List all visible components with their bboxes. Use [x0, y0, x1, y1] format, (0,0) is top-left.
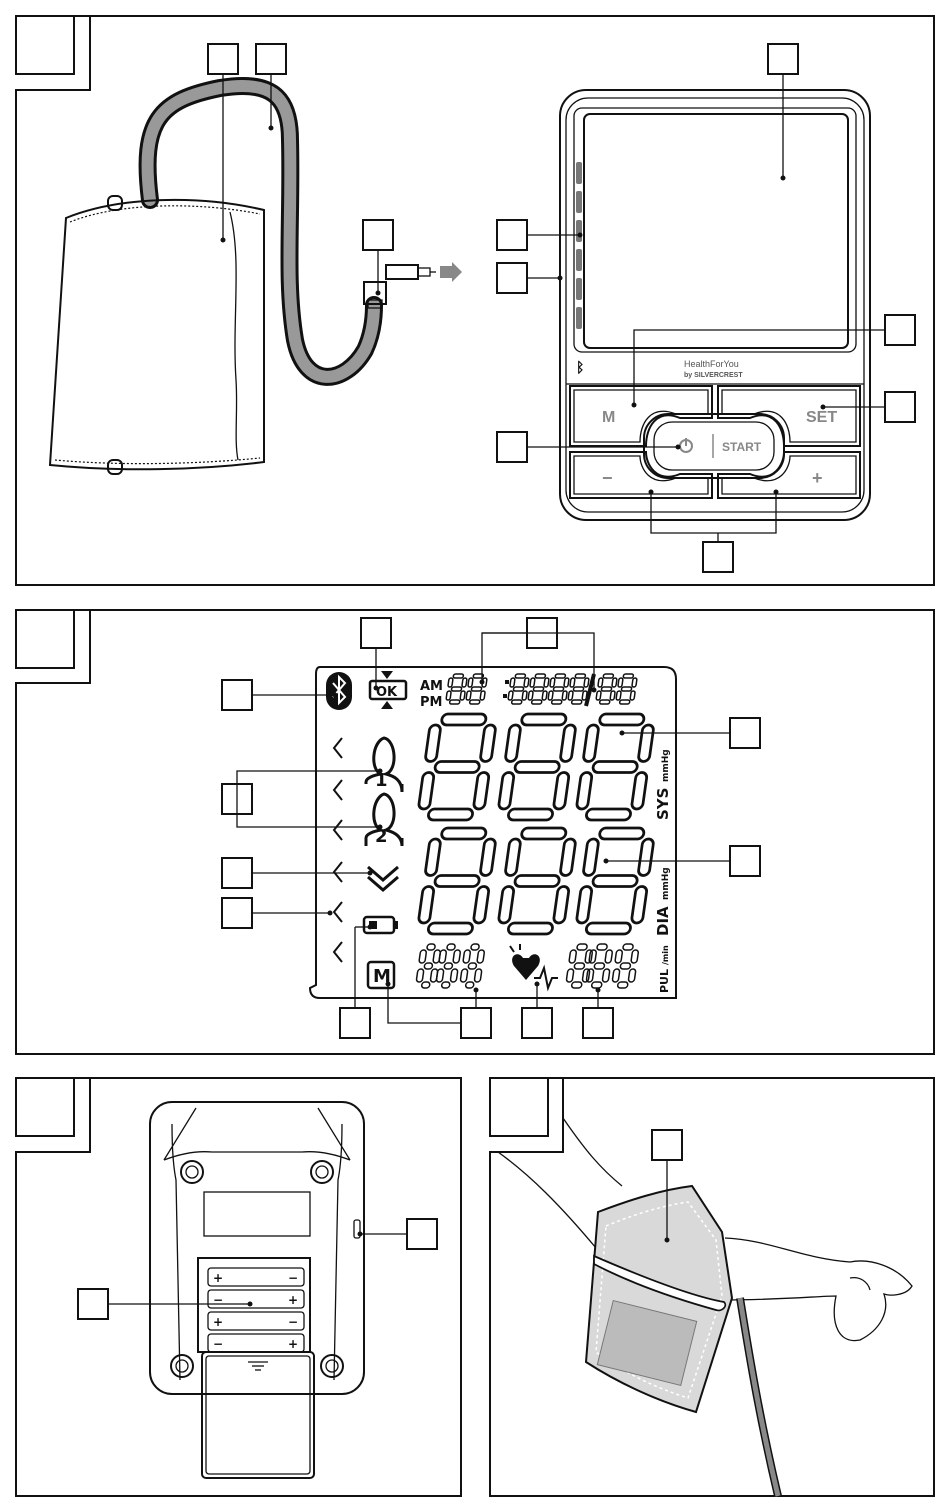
callout-box-cuff-ok [361, 618, 391, 648]
lcd-pul-label: PUL [658, 969, 671, 993]
insert-arrow-icon [440, 262, 462, 282]
panel-4-number-box [490, 1078, 548, 1136]
lcd-user-2-icon: 2 [366, 794, 402, 847]
callout-box-arm-cuff [652, 1130, 682, 1160]
lcd-average-icon [368, 867, 398, 890]
set-button[interactable]: SET [718, 386, 860, 446]
callout-box-batteries [78, 1289, 108, 1319]
battery-1-plus: + [213, 1271, 223, 1285]
dia-digit-3 [576, 828, 654, 934]
risk-indicator-leds [576, 162, 582, 329]
plus-button[interactable]: + [718, 452, 860, 498]
time-min-units [528, 674, 549, 704]
brand-line-1: HealthForYou [684, 359, 739, 369]
set-button-label: SET [806, 409, 837, 426]
callout-box-plug [363, 220, 393, 250]
lcd-outline [310, 667, 676, 998]
battery-2-plus: + [288, 1293, 298, 1307]
panel-1-frame [16, 16, 934, 585]
time-hour-units [466, 674, 487, 704]
callout-box-cuff [208, 44, 238, 74]
plus-button-label: + [812, 468, 823, 488]
lcd-segment-digits [416, 674, 654, 988]
sys-digit-2 [498, 714, 576, 820]
battery-compartment: + − − + + − − + [208, 1268, 304, 1352]
lcd-ok-label: OK [376, 685, 398, 700]
panel-2: OK AM PM 1 2 M [16, 610, 934, 1054]
lcd-bluetooth-icon [326, 672, 352, 710]
device-front: ᛒ HealthForYou by SILVERCREST M SET − [560, 90, 870, 520]
callout-box-start [497, 432, 527, 462]
callout-box-display [768, 44, 798, 74]
battery-1-minus: − [288, 1271, 298, 1285]
battery-4-plus: + [288, 1337, 298, 1351]
m-button[interactable]: M [570, 386, 712, 446]
callout-box-usb [407, 1219, 437, 1249]
callout-box-pulse [583, 1008, 613, 1038]
cuff-illustration [50, 86, 462, 474]
panel-2-number-box [16, 610, 74, 668]
callout-box-leds [497, 220, 527, 250]
lcd-dia-label: DIA [654, 906, 672, 936]
panel-1: ᛒ HealthForYou by SILVERCREST M SET − [16, 16, 934, 585]
cuff-on-arm [586, 1186, 732, 1412]
lcd-sys-label: SYS [654, 788, 672, 820]
lcd-sys-unit: mmHg [661, 749, 671, 782]
time-hour-tens [446, 674, 467, 704]
panel-3: + − − + + − − + [16, 1078, 461, 1496]
dia-digit-1 [418, 828, 496, 934]
cuff-ring-bottom [108, 460, 122, 474]
time-min-tens [508, 674, 529, 704]
sys-digit-1 [418, 714, 496, 820]
callout-box-memory [461, 1008, 491, 1038]
lcd-user-1-icon: 1 [366, 738, 402, 792]
battery-4-minus: − [213, 1337, 223, 1351]
panel-1-number-box [16, 16, 74, 74]
battery-2-minus: − [213, 1293, 223, 1307]
panel-4 [490, 1078, 934, 1496]
minus-button[interactable]: − [570, 452, 712, 498]
callout-box-m [885, 315, 915, 345]
callout-box-plusminus [703, 542, 733, 572]
bluetooth-icon: ᛒ [576, 360, 584, 376]
minus-button-label: − [602, 468, 613, 488]
lcd-pul-unit: /min [661, 945, 670, 965]
panel-3-frame [16, 1078, 461, 1496]
brand-line-2: by SILVERCREST [684, 372, 743, 379]
battery-3-minus: − [288, 1315, 298, 1329]
device-back: + − − + + − − + [150, 1102, 364, 1478]
callout-box-battery [340, 1008, 370, 1038]
date-day-tens [548, 674, 569, 704]
m-button-label: M [602, 409, 615, 426]
date-month-units [616, 674, 637, 704]
callout-box-risk [222, 898, 252, 928]
battery-3-plus: + [213, 1315, 223, 1329]
sys-digit-3 [576, 714, 654, 820]
panel-3-number-box [16, 1078, 74, 1136]
lcd-heart-icon [510, 944, 558, 988]
lcd-dia-unit: mmHg [661, 867, 671, 900]
battery-cover [202, 1352, 314, 1478]
callout-box-bluetooth [222, 680, 252, 710]
start-button-label: START [722, 440, 762, 454]
panel-2-frame [16, 610, 934, 1054]
dia-digit-2 [498, 828, 576, 934]
callout-box-set [885, 392, 915, 422]
callout-box-heart [522, 1008, 552, 1038]
mem-digit-3 [460, 944, 484, 988]
start-button[interactable]: START [644, 414, 784, 478]
pul-digit-3 [612, 944, 638, 988]
callout-box-tube [256, 44, 286, 74]
lcd-am: AM [420, 679, 443, 694]
callout-box-side [497, 263, 527, 293]
callout-box-sys [730, 718, 760, 748]
lcd-pm: PM [420, 695, 442, 710]
callout-box-average [222, 858, 252, 888]
date-month-tens [596, 674, 617, 704]
callout-box-dia [730, 846, 760, 876]
